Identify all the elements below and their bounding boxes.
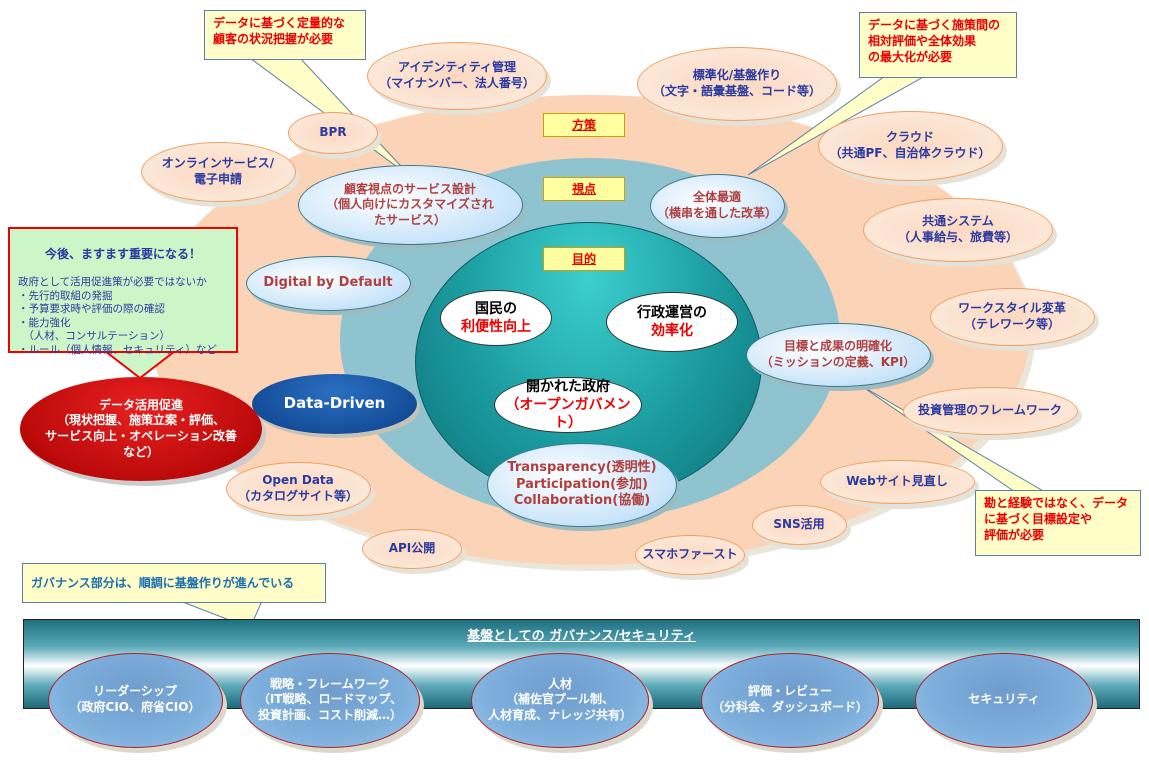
goal-admin-line2: 効率化 xyxy=(651,323,693,339)
cloud: クラウド （共通PF、自治体クラウド） xyxy=(817,111,1003,181)
callout-customer-data: データに基づく定量的な 顧客の状況把握が必要 xyxy=(204,10,366,60)
label-strategy: 方策 xyxy=(543,113,625,137)
governance-title: 基盤としての ガバナンス/セキュリティ xyxy=(467,629,696,644)
online-services: オンラインサービス/ 電子申請 xyxy=(140,142,296,202)
governance-leadership: リーダーシップ （政府CIO、府省CIO） xyxy=(47,652,223,748)
goal-citizen: 国民の利便性向上 xyxy=(440,290,552,346)
goals-and-outcomes: 目標と成果の明確化 （ミッションの定義、KPI） xyxy=(745,323,931,387)
open-data: Open Data （カタログサイト等） xyxy=(225,462,371,516)
callout-importance-title: 今後、ますます重要になる！ xyxy=(44,246,201,261)
website-review: Webサイト見直し xyxy=(819,460,975,504)
sns-usage: SNS活用 xyxy=(751,505,847,545)
callout-relative-evaluation: データに基づく施策間の 相対評価や全体効果 の最大化が必要 xyxy=(859,12,1017,78)
callout-importance: 今後、ますます重要になる！ 政府として活用促進策が必要ではないか ・先行的取組の… xyxy=(8,227,238,356)
callout-importance-body: 政府として活用促進策が必要ではないか ・先行的取組の発掘 ・予算要求時や評価の際… xyxy=(18,275,217,357)
data-promotion: データ活用促進 （現状把握、施策立案・評価、 サービス向上・オペレーション改善 … xyxy=(20,377,262,481)
callout-governance-progress: ガバナンス部分は、順調に基盤作りが進んでいる xyxy=(22,563,326,603)
goal-open-government: 開かれた政府（オープンガバメント） xyxy=(494,377,642,433)
investment-management: 投資管理のフレームワーク xyxy=(902,387,1078,435)
digital-by-default: Digital by Default xyxy=(245,255,411,311)
data-driven: Data-Driven xyxy=(252,374,417,434)
transparency-participation-collaboration: Transparency(透明性) Participation(参加) Coll… xyxy=(487,443,677,527)
workstyle-reform: ワークスタイル変革 （テレワーク等） xyxy=(929,288,1095,346)
label-viewpoint: 視点 xyxy=(543,177,625,201)
callout-goal-setting: 勘と経験ではなく、データに基づく目標設定や 評価が必要 xyxy=(975,490,1141,556)
goal-open-line2: （オープンガバメント） xyxy=(505,396,631,432)
standardization: 標準化/基盤作り （文字・語彙基盤、コード等） xyxy=(637,47,837,121)
goal-admin: 行政運営の効率化 xyxy=(606,292,738,352)
governance-evaluation-review: 評価・レビュー （分科会、ダッシュボード） xyxy=(701,652,879,748)
api-publication: API公開 xyxy=(362,529,462,569)
smartphone-first: スマホファースト xyxy=(635,535,745,575)
governance-strategy-framework: 戦略・フレームワーク （IT戦略、ロードマップ、 投資計画、コスト削減…） xyxy=(240,652,420,748)
total-optimization: 全体最適 （横串を通した改革） xyxy=(649,174,785,238)
common-systems: 共通システム （人事給与、旅費等） xyxy=(863,198,1053,262)
goal-admin-line1: 行政運営の xyxy=(637,304,707,321)
goal-open-line1: 開かれた政府 xyxy=(526,378,610,395)
governance-security: セキュリティ xyxy=(915,652,1093,748)
identity-management: アイデンティティ管理 （マイナンバー、法人番号） xyxy=(367,42,547,110)
governance-human-resources: 人材 （補佐官プール制、 人材育成、ナレッジ共有） xyxy=(471,652,649,748)
customer-centric-design: 顧客視点のサービス設計 （個人向けにカスタマイズされ たサービス） xyxy=(297,165,523,245)
goal-citizen-line2: 利便性向上 xyxy=(461,319,531,335)
goal-citizen-line1: 国民の xyxy=(475,300,517,317)
bpr: BPR xyxy=(288,112,378,154)
label-purpose: 目的 xyxy=(543,247,625,271)
